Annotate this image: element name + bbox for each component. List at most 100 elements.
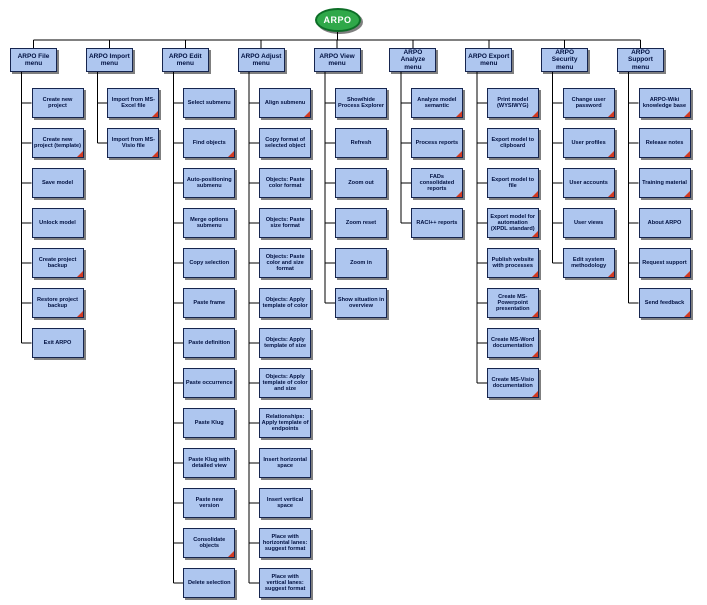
menu-item-node: Objects: Paste color format [259,168,312,198]
menu-item-label: Print model (WYSIWYG) [497,96,529,109]
menu-item-label: Delete selection [187,579,231,586]
menu-item-node: Select submenu [183,88,236,118]
menu-item-node: Save model [31,168,84,198]
menu-node-label: ARPO Import menu [88,52,130,67]
menu-item-label: Objects: Paste color format [265,176,305,189]
menu-item-label: Release notes [645,139,684,146]
menu-item-label: Paste new version [195,496,223,509]
menu-item-node: FADs consolidated reports [410,168,463,198]
menu-node: ARPO Analyze menu [389,48,437,72]
menu-item-node: Find objects [183,128,236,158]
menu-item-node: Send feedback [638,288,691,318]
menu-item-node: Insert horizontal space [259,448,312,478]
menu-item-node: Relationships: Apply template of endpoin… [259,408,312,438]
menu-item-node: Change user password [562,88,615,118]
menu-item-label: Export model for automation (XPDL standa… [490,213,536,233]
menu-item-node: Create MS-Visio documentation [486,368,539,398]
menu-item-label: Paste definition [188,339,231,346]
dialog-marker-icon [76,151,83,157]
menu-item-node: Create new project [31,88,84,118]
menu-item-node: Export model to file [486,168,539,198]
menu-item-label: Exit ARPO [43,339,72,346]
menu-item-label: Paste frame [193,299,226,306]
menu-item-node: Paste occurrence [183,368,236,398]
menu-item-node: Paste definition [183,328,236,358]
menu-item-node: Copy selection [183,248,236,278]
menu-item-node: Consolidate objects [183,528,236,558]
menu-item-node: Import from MS-Visio file [107,128,160,158]
menu-item-node: Auto-positioning submenu [183,168,236,198]
menu-item-label: Import from MS-Excel file [111,96,155,109]
menu-item-node: Restore project backup [31,288,84,318]
menu-item-node: Show situation in overview [335,288,387,318]
dialog-marker-icon [683,111,690,117]
menu-item-node: Zoom reset [335,208,387,238]
menu-item-label: Objects: Apply template of color [262,296,308,309]
menu-item-label: Zoom reset [345,219,377,226]
menu-item-node: ARPO-Wiki knowledge base [638,88,691,118]
menu-item-label: ARPO-Wiki knowledge base [642,96,687,109]
menu-item-node: Create MS-Word documentation [486,328,539,358]
menu-item-node: About ARPO [638,208,691,238]
menu-node: ARPO Security menu [541,48,589,72]
menu-item-node: Objects: Apply template of size [259,328,312,358]
menu-item-label: Unlock model [39,219,76,226]
menu-item-label: Refresh [350,139,372,146]
menu-item-label: Show situation in overview [337,296,385,309]
menu-item-node: Paste Klug [183,408,236,438]
menu-item-node: Analyze model semantic [410,88,463,118]
menu-item-label: FADs consolidated reports [419,173,455,193]
menu-item-node: Zoom out [335,168,387,198]
menu-item-label: Objects: Apply template of color and siz… [262,373,308,393]
menu-item-label: Copy selection [189,259,230,266]
menu-node-label: ARPO Export menu [468,52,510,67]
menu-item-node: Objects: Paste size format [259,208,312,238]
menu-item-label: RACI++ reports [416,219,458,226]
menu-item-label: Process reports [415,139,459,146]
menu-item-label: Import from MS-Visio file [111,136,155,149]
root-node-arpo: ARPO [314,8,361,32]
dialog-marker-icon [683,271,690,277]
menu-item-label: Create new project (template) [34,136,81,149]
menu-item-label: Zoom out [348,179,374,186]
menu-item-label: Consolidate objects [193,536,226,549]
menu-item-node: Export model to clipboard [486,128,539,158]
menu-item-label: Show/hide Process Explorer [337,96,385,109]
menu-item-label: User views [574,219,604,226]
menu-item-label: Find objects [192,139,226,146]
menu-item-label: Change user password [571,96,606,109]
dialog-marker-icon [607,191,614,197]
menu-item-label: Training material [642,179,687,186]
menu-node: ARPO Import menu [85,48,133,72]
menu-item-node: Refresh [335,128,387,158]
menu-item-label: Auto-positioning submenu [186,176,232,189]
dialog-marker-icon [531,271,538,277]
menu-node-label: ARPO Security menu [551,49,578,71]
menu-item-label: Create new project [42,96,73,109]
menu-item-node: Show/hide Process Explorer [335,88,387,118]
menu-item-label: Zoom in [350,259,372,266]
menu-item-label: Align submenu [264,99,306,106]
menu-item-label: Objects: Paste color and size format [265,253,305,273]
dialog-marker-icon [531,311,538,317]
menu-item-node: Print model (WYSIWYG) [486,88,539,118]
menu-item-node: Create new project (template) [31,128,84,158]
menu-item-node: Import from MS-Excel file [107,88,160,118]
menu-node-label: ARPO Edit menu [168,52,202,67]
menu-node: ARPO Adjust menu [237,48,285,72]
menu-item-node: Release notes [638,128,691,158]
menu-item-label: Place with horizontal lanes: suggest for… [262,533,308,553]
menu-item-label: Export model to file [491,176,535,189]
menu-item-node: Copy format of selected object [259,128,312,158]
menu-item-node: Exit ARPO [31,328,84,358]
dialog-marker-icon [152,111,159,117]
dialog-marker-icon [455,111,462,117]
menu-item-node: Edit system methodology [562,248,615,278]
menu-item-label: Send feedback [644,299,685,306]
menu-item-node: Delete selection [183,568,236,598]
menu-item-node: Unlock model [31,208,84,238]
menu-item-node: User profiles [562,128,615,158]
menu-item-node: Paste Klug with detailed view [183,448,236,478]
root-node-label: ARPO [323,15,352,25]
menu-item-label: Export model to clipboard [491,136,535,149]
